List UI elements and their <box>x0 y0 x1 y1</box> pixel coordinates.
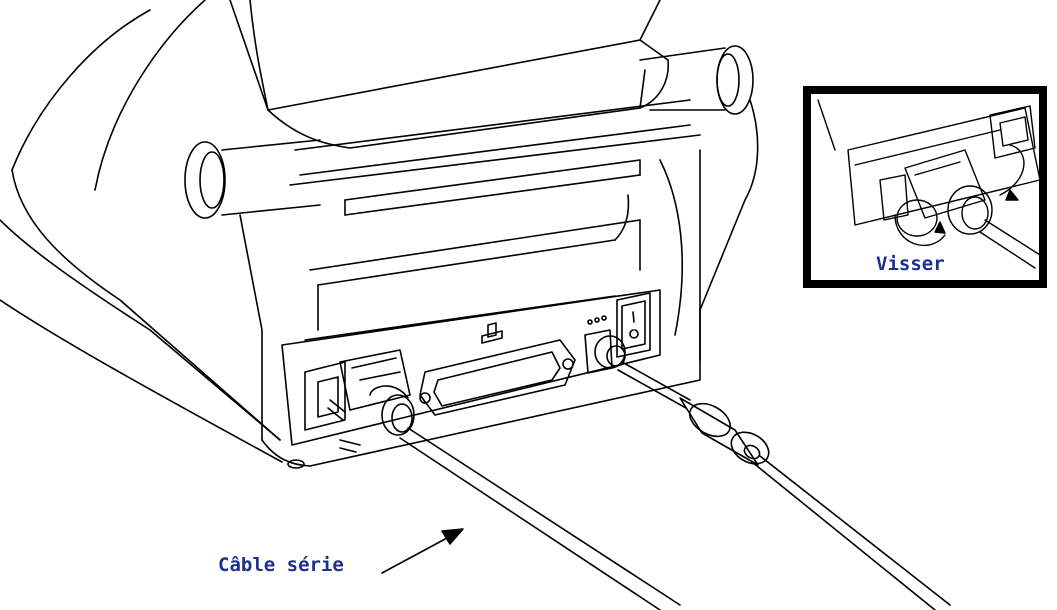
serial-connector <box>304 349 415 453</box>
power-cable <box>617 361 951 610</box>
serial-cable <box>399 427 681 610</box>
power-connector <box>584 292 651 374</box>
parallel-port <box>419 322 576 416</box>
screw-in-label: Visser <box>876 253 945 275</box>
printer-body <box>0 0 759 469</box>
serial-cable-pointer-arrow <box>381 528 464 574</box>
serial-cable-label: Câble série <box>218 554 344 576</box>
inset-detail-frame <box>803 86 1047 288</box>
inset-screw-detail <box>817 99 1041 269</box>
